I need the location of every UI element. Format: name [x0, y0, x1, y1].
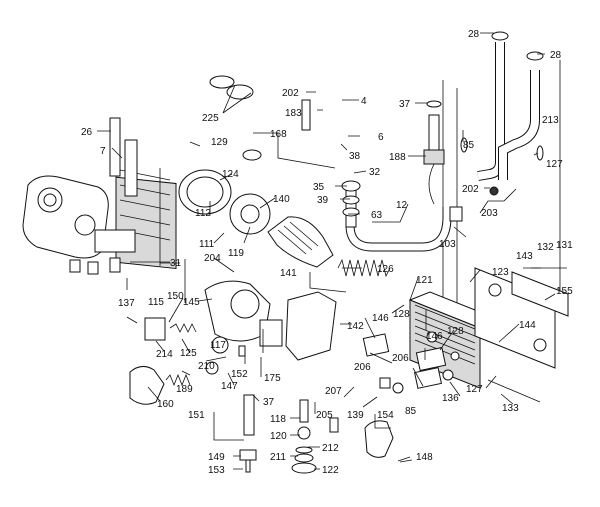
callout-label: 141: [280, 268, 297, 279]
callout-label: 202: [462, 184, 479, 195]
callout-label: 206: [392, 353, 409, 364]
callout-label: 31: [170, 258, 182, 269]
diverter-valve: [129, 280, 337, 473]
callout-label: 37: [263, 397, 275, 408]
callout-label: 206: [354, 362, 371, 373]
callout-label: 154: [377, 410, 394, 421]
callout-label: 148: [416, 452, 433, 463]
callout-labels: 28 28 4 202 183 225 37 213 6 168 38 26 1…: [81, 29, 573, 476]
callout-label: 12: [396, 200, 408, 211]
callout-label: 124: [222, 169, 239, 180]
callout-label: 127: [466, 384, 483, 395]
callout-label: 212: [322, 443, 339, 454]
callout-label: 115: [148, 297, 164, 308]
callout-label: 131: [556, 240, 573, 251]
callout-label: 129: [211, 137, 228, 148]
callout-label: 146: [372, 313, 389, 324]
callout-label: 140: [273, 194, 290, 205]
callout-label: 211: [270, 452, 286, 463]
callout-label: 153: [208, 465, 225, 476]
lower-parts: [291, 267, 567, 474]
callout-label: 28: [550, 50, 562, 61]
leader-lines: [97, 32, 556, 470]
callout-label: 160: [157, 399, 174, 410]
callout-label: 175: [264, 373, 281, 384]
callout-label: 118: [270, 414, 286, 425]
callout-label: 207: [325, 386, 342, 397]
callout-label: 125: [180, 348, 197, 359]
callout-label: 145: [183, 297, 200, 308]
callout-label: 214: [156, 349, 173, 360]
callout-label: 151: [188, 410, 205, 421]
callout-label: 155: [556, 286, 573, 297]
callout-label: 123: [492, 267, 509, 278]
callout-label: 203: [481, 208, 498, 219]
callout-label: 112: [195, 208, 211, 219]
spring: [337, 258, 391, 278]
callout-label: 26: [81, 127, 93, 138]
callout-label: 121: [416, 275, 433, 286]
callout-label: 111: [199, 239, 215, 250]
part-drawings: [22, 31, 569, 474]
callout-label: 132: [537, 242, 554, 253]
callout-label: 168: [270, 129, 287, 140]
boiler-body-assembly: [22, 117, 177, 275]
callout-label: 189: [176, 384, 193, 395]
pipes: [269, 42, 540, 252]
callout-label: 37: [399, 99, 411, 110]
callout-label: 85: [405, 406, 417, 417]
callout-label: 4: [361, 96, 367, 107]
callout-label: 117: [210, 340, 226, 351]
callout-label: 119: [228, 248, 244, 259]
callout-label: 127: [546, 159, 563, 170]
callout-label: 32: [369, 167, 381, 178]
callout-label: 35: [313, 182, 325, 193]
callout-label: 128: [393, 309, 410, 320]
sensor-fittings: [209, 31, 544, 217]
callout-label: 147: [221, 381, 238, 392]
callout-label: 136: [442, 393, 459, 404]
callout-label: 144: [519, 320, 536, 331]
callout-label: 202: [282, 88, 299, 99]
callout-label: 183: [285, 108, 302, 119]
callout-label: 7: [100, 146, 106, 157]
callout-label: 39: [317, 195, 329, 206]
callout-label: 152: [231, 369, 248, 380]
callout-label: 204: [204, 253, 221, 264]
callout-label: 150: [167, 291, 184, 302]
callout-label: 205: [316, 410, 333, 421]
callout-label: 126: [377, 264, 394, 275]
callout-label: 137: [118, 298, 135, 309]
pump-and-diaphragm: [178, 169, 334, 268]
callout-label: 143: [516, 251, 533, 262]
callout-label: 38: [349, 151, 361, 162]
callout-label: 210: [198, 361, 215, 372]
callout-label: 6: [378, 132, 384, 143]
callout-label: 225: [202, 113, 219, 124]
callout-label: 85: [463, 140, 475, 151]
callout-label: 146: [426, 331, 443, 342]
callout-label: 188: [389, 152, 406, 163]
callout-label: 120: [270, 431, 287, 442]
callout-label: 213: [542, 115, 559, 126]
callout-label: 28: [468, 29, 480, 40]
callout-label: 133: [502, 403, 519, 414]
callout-label: 63: [371, 210, 383, 221]
callout-label: 103: [439, 239, 456, 250]
callout-label: 142: [347, 321, 364, 332]
callout-label: 122: [322, 465, 339, 476]
callout-label: 149: [208, 452, 225, 463]
callout-label: 128: [447, 326, 464, 337]
plate-heat-exchanger: [408, 267, 569, 389]
callout-label: 139: [347, 410, 364, 421]
